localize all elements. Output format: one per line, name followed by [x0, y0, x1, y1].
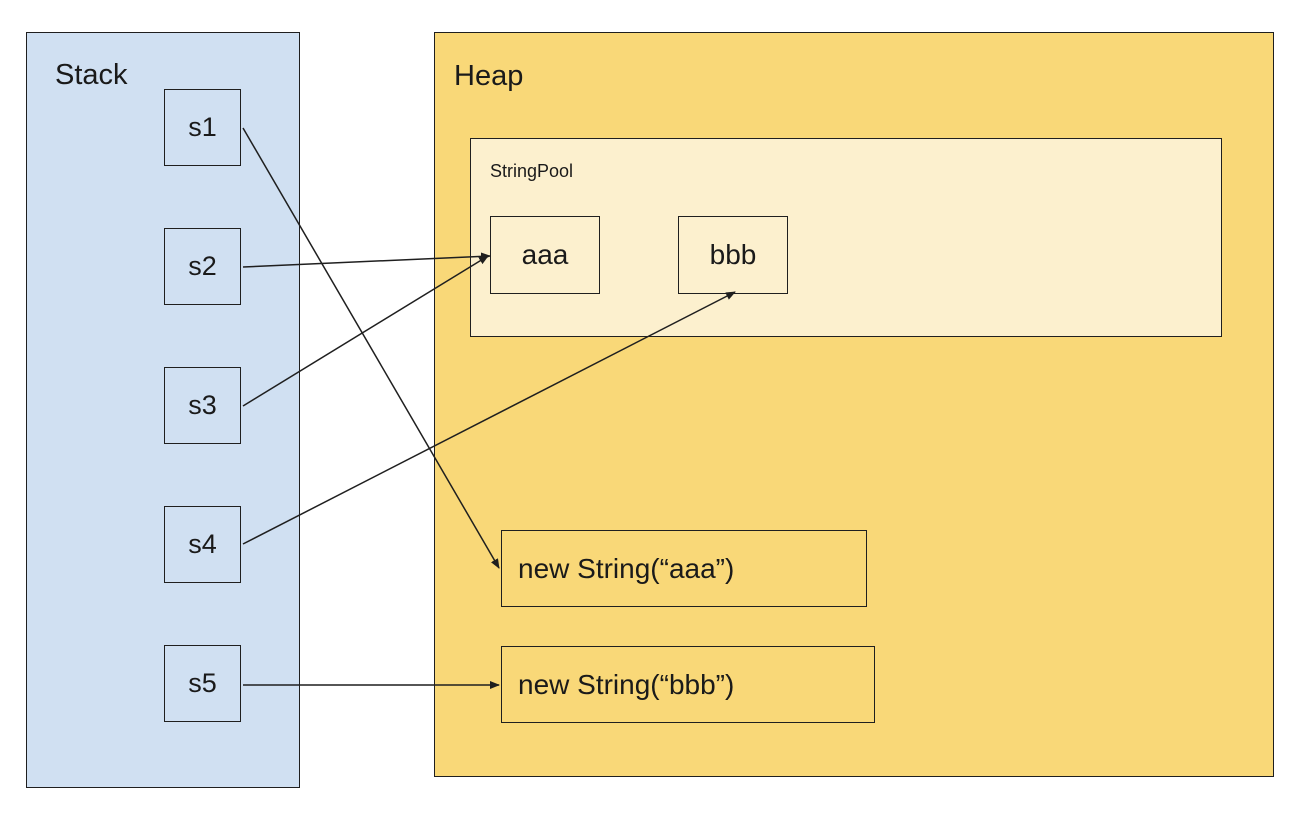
pool-item-bbb: bbb: [678, 216, 788, 294]
heap-object-bbb: new String(“bbb”): [501, 646, 875, 723]
stack-var-s3: s3: [164, 367, 241, 444]
stack-var-s4: s4: [164, 506, 241, 583]
heap-object-aaa: new String(“aaa”): [501, 530, 867, 607]
stack-var-s2: s2: [164, 228, 241, 305]
heap-title: Heap: [454, 60, 524, 92]
string-pool-title: StringPool: [490, 161, 574, 181]
stack-title: Stack: [55, 59, 128, 91]
stack-var-s5: s5: [164, 645, 241, 722]
stack-var-s1: s1: [164, 89, 241, 166]
pool-item-aaa: aaa: [490, 216, 600, 294]
stack-region: [26, 32, 300, 788]
